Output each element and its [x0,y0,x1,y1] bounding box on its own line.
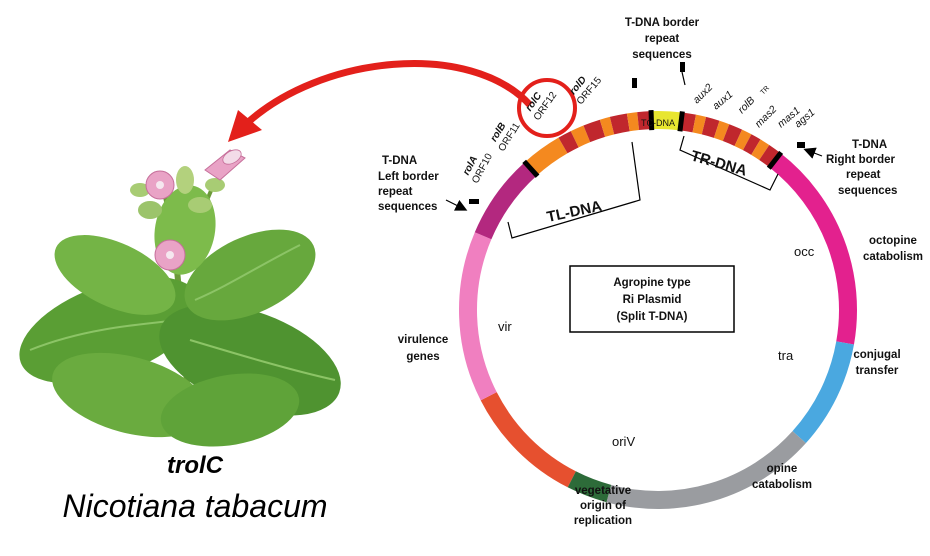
occ-segment [769,153,857,345]
tra-segment [792,341,854,444]
aux1-segment [713,120,730,142]
top-border-line-3: sequences [632,49,691,61]
top-border-line-2: repeat [645,33,680,45]
tl-segment-a [524,137,568,176]
tl-segment-b [570,125,591,148]
border-tick-0 [522,159,540,178]
transfer-arrow [242,60,533,128]
vir-segment [459,232,497,401]
vir-dark-segment [474,162,538,240]
right-border-line-3: repeat [846,169,881,181]
top-border-pointer [681,71,686,86]
gene-mas2-label: mas2 [753,103,780,130]
oriv-label: oriV [612,434,635,449]
border-tick-1 [648,110,655,131]
oriv-segment [567,471,612,503]
left-border-line-2: Left border [378,171,439,183]
rolb-tr-segment [734,129,752,151]
top-border-marker-left [632,78,637,88]
right-border-line-4: sequences [838,185,897,197]
gene-aux1-label: aux1 [710,88,735,112]
right-border-line-1: T-DNA [852,139,887,151]
vir-label: vir [498,319,512,334]
gene-rolb-tr-superscript: TR [759,85,771,97]
virulence-line-2: genes [406,351,439,363]
occ-label: occ [794,244,815,259]
right-border-pointer [803,147,823,159]
veg-line-3: replication [574,515,632,527]
opine-line-1: opine [767,463,798,475]
opine-segment [606,431,806,509]
octopine-line-1: octopine [869,235,917,247]
box-line-1: Agropine type [613,277,690,289]
tobacco-plant-illustration [19,149,341,447]
left-border-line-1: T-DNA [382,155,417,167]
tl-dna-label: TL-DNA [545,198,603,226]
tra-label: tra [778,348,794,363]
plasmid-type-box [569,265,735,333]
veg-line-1: vegetative [575,485,631,497]
rolc-highlight-circle [517,78,577,138]
tr-segment-b [701,116,720,138]
rola-segment [558,131,579,154]
tl-segment-d [626,112,640,132]
conjugal-line-1: conjugal [853,349,900,361]
box-line-3: (Split T-DNA) [617,311,688,323]
tr-segment-d [742,134,761,155]
left-border-pointer [445,199,468,211]
border-tick-3 [766,150,784,170]
border-markers [522,110,784,178]
tl-segment-c [599,116,615,137]
tr-dna-bracket [679,135,779,191]
box-line-2: Ri Plasmid [623,294,682,306]
octopine-line-2: catabolism [863,251,923,263]
border-tick-2 [677,111,685,132]
right-border-marker [797,142,805,148]
plant-species-label: Nicotiana tabacum [62,488,328,524]
conjugal-line-2: transfer [856,365,899,377]
tr-dna-label: TR-DNA [689,148,749,180]
plasmid-ring [459,111,857,509]
tl-dna-bracket [507,141,641,239]
mas2-segment [751,139,770,160]
left-border-marker [469,199,479,204]
plant-gene-label: trolC [167,452,223,479]
veg-line-2: origin of [580,500,626,512]
transfer-arrowhead [228,110,262,142]
tc-dna-label: TC-DNA [641,118,675,128]
aux2-segment [692,114,707,135]
rolc-segment [609,113,630,135]
left-border-line-3: repeat [378,186,413,198]
vegetative-segment [480,392,576,488]
left-border-line-4: sequences [378,201,437,213]
opine-line-2: catabolism [752,479,812,491]
gene-rolb-tr-label: rolB [736,94,758,116]
tr-segment-c [722,124,743,146]
top-border-marker-right [680,62,685,72]
right-border-line-2: Right border [826,154,896,166]
top-border-line-1: T-DNA border [625,17,700,29]
virulence-line-1: virulence [398,334,449,346]
rolb-segment [583,119,606,143]
